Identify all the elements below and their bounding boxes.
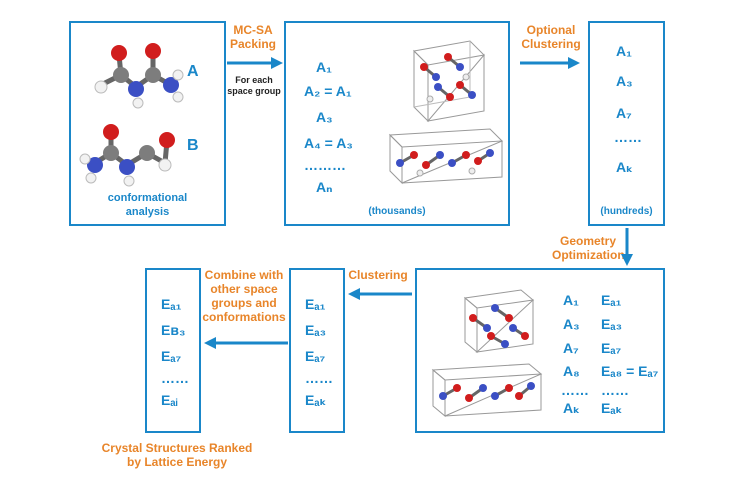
box6-entry-1: Eₐ₁	[161, 296, 182, 312]
box4-e-2: Eₐ₃	[601, 316, 623, 332]
box6-entry-2: Eʙ₃	[161, 322, 186, 338]
box4-a-3: A₇	[563, 340, 579, 356]
step-combine-line4: conformations	[202, 310, 286, 324]
box5-entry-4: ……	[305, 370, 333, 386]
clustered-energies-box: Eₐ₁ Eₐ₃ Eₐ₇ …… Eₐₖ	[289, 268, 345, 433]
step-packing-sub-line2: space group	[227, 86, 281, 96]
box2-entry-5: ………	[304, 157, 346, 173]
arrow-combine	[204, 337, 288, 349]
molecule-a-label: A	[187, 63, 199, 80]
box2-caption: (thousands)	[368, 206, 426, 217]
box4-e-3: Eₐ₇	[601, 340, 622, 356]
final-caption-line2: by Lattice Energy	[126, 455, 228, 469]
step-packing-sub-line1: For each	[235, 75, 273, 85]
clustered-results-box: A₁ A₃ A₇ …… Aₖ (hundreds)	[588, 21, 665, 226]
box4-e-1: Eₐ₁	[601, 292, 622, 308]
optimized-structures-box: A₁ A₃ A₇ A₈ …… Aₖ Eₐ₁ Eₐ₃ Eₐ₇ Eₐ₈ = Eₐ₇ …	[415, 268, 665, 433]
conformational-analysis-box: A B conformational analysis	[69, 21, 226, 226]
step-combine-line3: groups and	[211, 296, 277, 310]
step-optional-title-line1: Optional	[526, 23, 576, 37]
box4-a-1: A₁	[563, 292, 579, 308]
box4-a-2: A₃	[563, 316, 580, 332]
box4-a-5: ……	[561, 382, 589, 398]
box1-caption-line2: analysis	[125, 206, 170, 218]
box1-caption-line1: conformational	[107, 192, 188, 204]
box2-entry-6: Aₙ	[316, 179, 333, 195]
step-clustering-title: Clustering	[348, 268, 408, 282]
arrow-geometry-optimization	[621, 228, 633, 266]
box6-entry-4: ……	[161, 370, 189, 386]
box3-entry-1: A₁	[616, 43, 632, 59]
step-packing-title-line2: Packing	[229, 37, 277, 51]
ranked-structures-box: Eₐ₁ Eʙ₃ Eₐ₇ …… Eₐᵢ	[145, 268, 201, 433]
box2-entry-4: A₄ = A₃	[304, 135, 353, 151]
box6-entry-3: Eₐ₇	[161, 348, 182, 364]
optimized-packing-image-2	[431, 363, 543, 418]
molecule-b-label: B	[187, 137, 199, 154]
step-optional-title-line2: Clustering	[521, 37, 581, 51]
box3-entry-5: Aₖ	[616, 159, 633, 175]
arrow-packing	[227, 57, 283, 69]
step-combine-line1: Combine with	[204, 268, 284, 282]
molecule-b-image	[79, 124, 175, 187]
box4-e-6: Eₐₖ	[601, 400, 623, 416]
step-packing-title-line1: MC-SA	[233, 23, 273, 37]
box3-entry-4: ……	[614, 129, 642, 145]
box2-entry-1: A₁	[316, 59, 332, 75]
arrow-optional-clustering	[520, 57, 580, 69]
packing-results-box: A₁ A₂ = A₁ A₃ A₄ = A₃ ……… Aₙ (thousands)	[284, 21, 510, 226]
box2-entry-3: A₃	[316, 109, 333, 125]
optimized-packing-image-1	[463, 289, 535, 354]
box4-a-6: Aₖ	[563, 400, 580, 416]
box5-entry-1: Eₐ₁	[305, 296, 326, 312]
final-caption-line1: Crystal Structures Ranked	[101, 441, 253, 455]
crystal-packing-image-1	[412, 40, 486, 123]
crystal-packing-image-2	[388, 128, 504, 185]
box4-a-4: A₈	[563, 363, 580, 379]
box3-entry-3: A₇	[616, 105, 632, 121]
box5-entry-2: Eₐ₃	[305, 322, 327, 338]
box2-entry-2: A₂ = A₁	[304, 83, 352, 99]
box4-e-5: ……	[601, 382, 629, 398]
step-geometry-title-line1: Geometry	[559, 234, 617, 248]
molecule-a-image	[94, 43, 184, 109]
box6-entry-5: Eₐᵢ	[161, 392, 178, 408]
step-geometry-title-line2: Optimization	[552, 248, 625, 262]
box5-entry-3: Eₐ₇	[305, 348, 326, 364]
box3-caption: (hundreds)	[600, 206, 653, 217]
box3-entry-2: A₃	[616, 73, 633, 89]
step-combine-line2: other space	[210, 282, 278, 296]
arrow-clustering	[348, 288, 412, 300]
box5-entry-5: Eₐₖ	[305, 392, 327, 408]
box4-e-4: Eₐ₈ = Eₐ₇	[601, 363, 659, 379]
